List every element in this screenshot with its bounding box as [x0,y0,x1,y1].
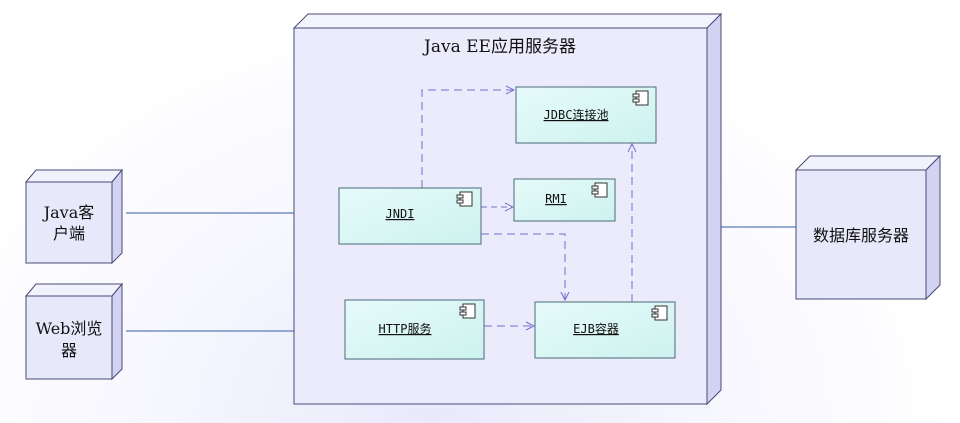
database-server-label: 数据库服务器 [813,226,909,245]
java-client-node[interactable]: Java客 户端 [24,168,124,265]
component-ejb[interactable]: EJB容器 [534,301,676,359]
component-icon [459,303,476,319]
web-browser-label-line2: 器 [61,341,77,360]
component-rmi-label: RMI [545,192,567,206]
component-icon [456,191,473,207]
component-jdbc[interactable]: JDBC连接池 [515,86,657,144]
component-icon [632,90,649,106]
component-jndi-label: JNDI [386,207,415,221]
java-client-label-line2: 户端 [53,224,85,243]
component-rmi[interactable]: RMI [513,178,616,222]
component-jndi[interactable]: JNDI [338,187,482,245]
component-icon [651,305,668,321]
component-ejb-label: EJB容器 [573,321,619,336]
database-server-node[interactable]: 数据库服务器 [794,154,942,301]
component-jdbc-label: JDBC连接池 [544,107,609,122]
dep-jndi-to-ejb [481,233,565,300]
web-browser-label-line1: Web浏览 [36,319,103,338]
web-browser-node[interactable]: Web浏览 器 [24,282,124,381]
component-icon [591,182,608,198]
dep-jndi-to-jdbc [421,90,514,188]
java-client-label-line1: Java客 [42,203,95,222]
component-http[interactable]: HTTP服务 [344,299,485,360]
server-title: Java EE应用服务器 [422,37,576,57]
component-http-label: HTTP服务 [379,321,432,336]
